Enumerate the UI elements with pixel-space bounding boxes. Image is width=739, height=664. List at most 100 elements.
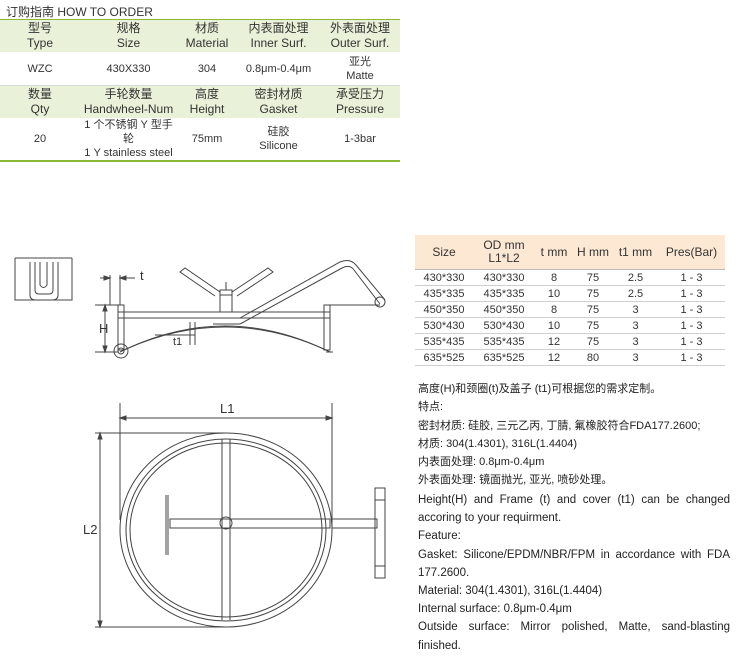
cell-size: 535*435	[415, 333, 473, 350]
cell-h: 75	[573, 301, 613, 318]
note-outside-en: Outside surface: Mirror polished, Matte,…	[418, 621, 730, 652]
cell-h: 75	[573, 317, 613, 334]
cell-h: 80	[573, 349, 613, 366]
cell-t1: 3	[613, 317, 658, 334]
cell-size: 430*330	[415, 269, 473, 286]
cell-pres: 1 - 3	[658, 269, 725, 286]
label-t1: t1	[173, 336, 182, 348]
note-feature-en: Feature:	[418, 530, 461, 543]
top-view-drawing: L1 L2	[83, 401, 386, 629]
table-row: 450*350 450*350 8 75 3 1 - 3	[415, 301, 725, 318]
cell-t: 12	[535, 349, 573, 366]
order-title-text: 订购指南 HOW TO ORDER	[6, 5, 153, 19]
cell-type: WZC	[0, 52, 80, 86]
cell-od: 450*350	[473, 301, 535, 318]
note-custom-en: Height(H) and Frame (t) and cover (t1) c…	[418, 494, 730, 525]
hdr-size: Size	[415, 235, 473, 270]
hdr-pres: Pres(Bar)	[658, 235, 725, 270]
note-outside-cn: 外表面处理: 镜面抛光, 亚光, 喷砂处理。	[418, 474, 613, 487]
hinge-arm	[239, 260, 386, 319]
cell-size: 530*430	[415, 317, 473, 334]
cell-pres: 1 - 3	[658, 301, 725, 318]
table-row: 535*435 535*435 12 75 3 1 - 3	[415, 333, 725, 350]
cell-qty: 20	[0, 118, 80, 162]
hdr-t1: t1 mm	[613, 235, 658, 270]
cell-t: 10	[535, 285, 573, 302]
handwheel-hub	[219, 289, 233, 313]
label-l1: L1	[220, 401, 234, 416]
cell-size: 430X330	[80, 52, 177, 86]
label-t: t	[140, 268, 144, 283]
cell-pres: 1 - 3	[658, 333, 725, 350]
cell-pres: 1 - 3	[658, 285, 725, 302]
hdr-h: H mm	[573, 235, 613, 270]
cell-t1: 2.5	[613, 285, 658, 302]
detail-profile	[29, 262, 59, 301]
cell-od: 530*430	[473, 317, 535, 334]
cell-pres: 1 - 3	[658, 317, 725, 334]
note-feature-cn: 特点:	[418, 401, 444, 414]
cell-od: 635*525	[473, 349, 535, 366]
cell-material: 304	[177, 52, 237, 86]
cell-pres: 1 - 3	[658, 349, 725, 366]
cell-size: 435*335	[415, 285, 473, 302]
notes-cn: 高度(H)和颈圈(t)及盖子 (t1)可根据您的需求定制。 特点: 密封材质: …	[418, 380, 733, 490]
cell-t1: 3	[613, 301, 658, 318]
note-internal-cn: 内表面处理: 0.8μm-0.4μm	[418, 456, 545, 469]
note-internal-en: Internal surface: 0.8μm-0.4μm	[418, 603, 572, 616]
cell-t1: 3	[613, 333, 658, 350]
note-gasket-en: Gasket: Silicone/EPDM/NBR/FPM in accorda…	[418, 548, 730, 579]
cell-t1: 2.5	[613, 269, 658, 286]
note-custom-cn: 高度(H)和颈圈(t)及盖子 (t1)可根据您的需求定制。	[418, 383, 662, 395]
handwheel-center	[219, 516, 233, 530]
cell-height: 75mm	[177, 118, 237, 162]
cell-size: 450*350	[415, 301, 473, 318]
cell-t: 10	[535, 317, 573, 334]
notes-en: Height(H) and Frame (t) and cover (t1) c…	[418, 491, 730, 655]
cell-od: 435*335	[473, 285, 535, 302]
cell-h: 75	[573, 285, 613, 302]
cell-t: 12	[535, 333, 573, 350]
cell-t: 8	[535, 301, 573, 318]
cell-od: 430*330	[473, 269, 535, 286]
table-row: 635*525 635*525 12 80 3 1 - 3	[415, 349, 725, 366]
hdr-t: t mm	[535, 235, 573, 270]
cell-t1: 3	[613, 349, 658, 366]
order-title: 订购指南 HOW TO ORDER	[0, 3, 400, 21]
side-view-drawing: t H t1	[14, 257, 386, 359]
cell-inner: 0.8μm-0.4μm	[237, 52, 320, 86]
note-material-cn: 材质: 304(1.4301), 316L(1.4404)	[418, 437, 577, 450]
cell-size: 635*525	[415, 349, 473, 366]
table-row: 430*330 430*330 8 75 2.5 1 - 3	[415, 269, 725, 286]
label-h: H	[99, 321, 108, 336]
note-material-en: Material: 304(1.4301), 316L(1.4404)	[418, 585, 603, 598]
outer-rim	[119, 432, 333, 628]
cell-t: 8	[535, 269, 573, 286]
table-row: 530*430 530*430 10 75 3 1 - 3	[415, 317, 725, 334]
hinge-bar	[374, 487, 386, 579]
table-row: 435*335 435*335 10 75 2.5 1 - 3	[415, 285, 725, 302]
cell-pressure: 1-3bar	[320, 118, 400, 162]
label-l2: L2	[83, 522, 97, 537]
cell-od: 535*435	[473, 333, 535, 350]
